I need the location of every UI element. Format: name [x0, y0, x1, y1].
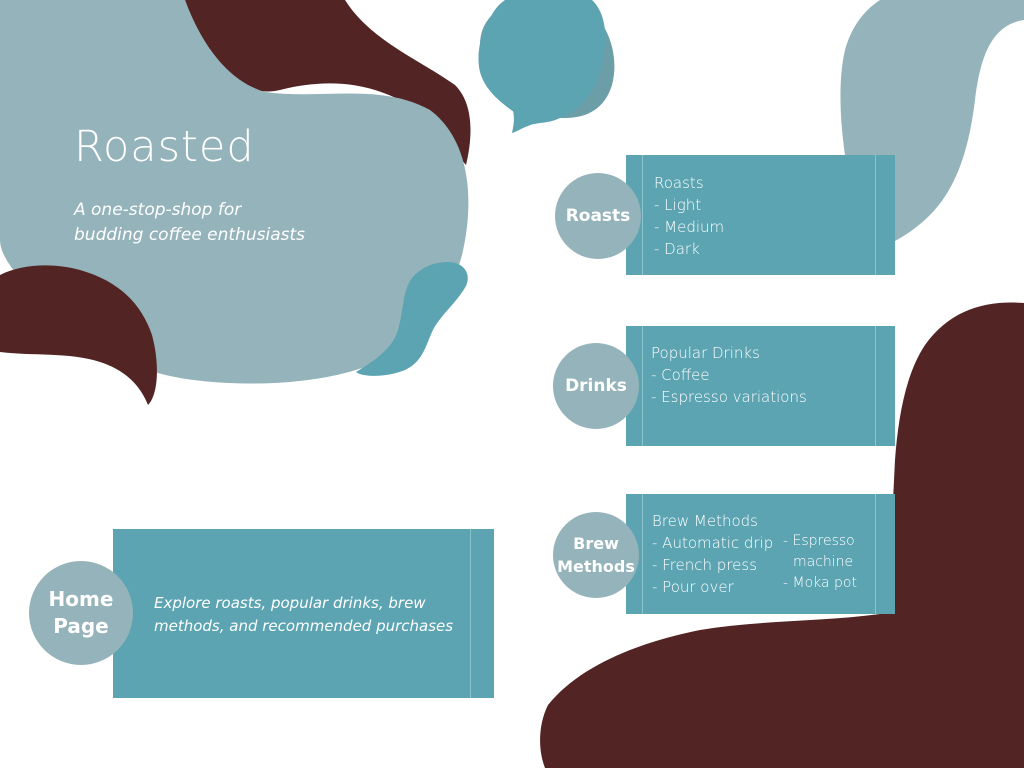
- roasts-heading: Roasts: [654, 174, 704, 192]
- roasts-list: Roasts - Light - Medium - Dark: [654, 172, 724, 260]
- drinks-list: Popular Drinks - Coffee - Espresso varia…: [651, 342, 807, 408]
- home-badge-line: Page: [53, 614, 109, 638]
- maroon-blob-top: [185, 0, 471, 165]
- drinks-badge[interactable]: Drinks: [553, 343, 639, 429]
- home-description-line: methods, and recommended purchases: [154, 617, 454, 635]
- page-title: Roasted: [74, 122, 255, 172]
- brew-heading: Brew Methods: [652, 512, 758, 530]
- tagline: A one-stop-shop for budding coffee enthu…: [74, 198, 374, 248]
- maroon-blob-bottom: [540, 302, 1024, 768]
- brew-badge-line: Brew: [573, 534, 619, 553]
- brew-extra-item: machine: [793, 554, 854, 570]
- brew-item: - French press: [652, 556, 758, 574]
- drinks-item: - Coffee: [651, 366, 710, 384]
- drinks-item: - Espresso variations: [651, 388, 807, 406]
- brew-extra-item: - Moka pot: [783, 575, 857, 591]
- roasts-item: - Light: [654, 196, 702, 214]
- maroon-blob-left: [0, 265, 157, 405]
- roasts-badge-label: Roasts: [565, 206, 631, 226]
- brew-extra-list: - Espresso machine - Moka pot: [783, 531, 857, 594]
- home-description: Explore roasts, popular drinks, brew met…: [154, 592, 474, 638]
- brew-item: - Pour over: [652, 578, 734, 596]
- brew-item: - Automatic drip: [652, 534, 774, 552]
- roasts-card[interactable]: [626, 155, 895, 275]
- speech-bubble-front: [478, 0, 606, 133]
- drinks-card[interactable]: [626, 326, 895, 446]
- tagline-line: A one-stop-shop for: [74, 200, 242, 220]
- tagline-line: budding coffee enthusiasts: [74, 225, 306, 245]
- brew-list: Brew Methods - Automatic drip - French p…: [652, 510, 773, 598]
- drinks-heading: Popular Drinks: [651, 344, 760, 362]
- home-page-badge[interactable]: Home Page: [29, 561, 133, 665]
- home-description-line: Explore roasts, popular drinks, brew: [154, 594, 426, 612]
- drinks-badge-label: Drinks: [565, 376, 627, 396]
- home-badge-line: Home: [48, 587, 114, 611]
- brew-badge-line: Methods: [557, 557, 635, 576]
- roasts-item: - Dark: [654, 240, 700, 258]
- roasts-item: - Medium: [654, 218, 725, 236]
- brew-methods-badge[interactable]: Brew Methods: [553, 512, 639, 598]
- home-card[interactable]: [113, 529, 494, 698]
- brew-card[interactable]: [626, 494, 895, 614]
- teal-blob-small: [356, 262, 468, 376]
- brew-extra-item: - Espresso: [783, 533, 855, 549]
- roasts-badge[interactable]: Roasts: [555, 173, 641, 259]
